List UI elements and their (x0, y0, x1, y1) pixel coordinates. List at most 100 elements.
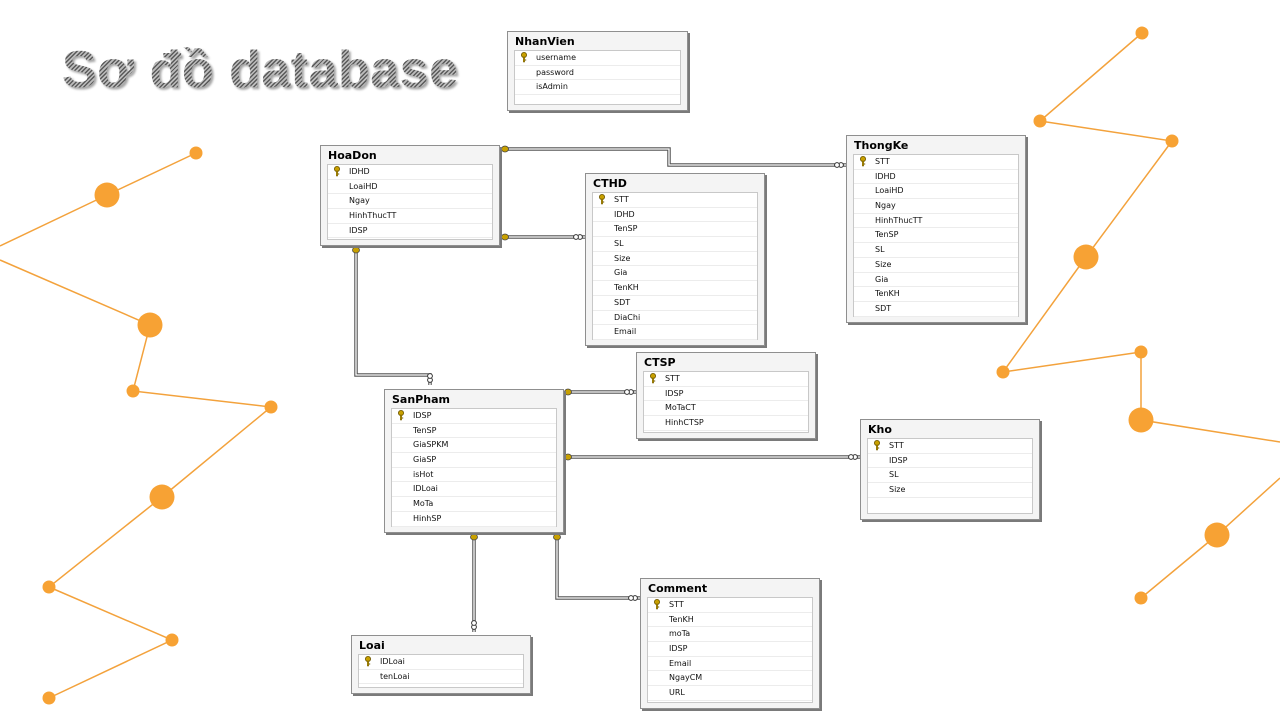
relationship-sanpham-kho[interactable] (564, 453, 861, 461)
column-row[interactable]: Size (854, 258, 1018, 273)
column-row[interactable]: TenSP (593, 222, 757, 238)
primary-key-icon (397, 409, 407, 422)
relationship-sanpham-ctsp[interactable] (564, 388, 637, 396)
column-row[interactable]: SL (593, 237, 757, 252)
column-row[interactable]: SL (868, 468, 1032, 484)
column-row[interactable]: IDHD (328, 165, 492, 180)
column-name: IDHD (875, 171, 896, 181)
relationship-sanpham-comment[interactable] (553, 533, 641, 601)
column-name: SDT (875, 303, 892, 313)
column-row[interactable]: IDSP (648, 642, 812, 657)
column-row[interactable]: HinhThucTT (328, 209, 492, 224)
primary-key-icon (364, 655, 374, 668)
column-name: TenSP (614, 224, 638, 234)
column-name: STT (665, 374, 680, 383)
column-name: IDSP (349, 225, 368, 235)
column-row[interactable]: tenLoai (359, 670, 523, 685)
column-row[interactable]: MoTa (392, 497, 556, 512)
column-name: IDHD (349, 167, 370, 176)
relationship-hoadon-sanpham[interactable] (352, 246, 433, 385)
column-row[interactable]: HinhCTSP (644, 416, 808, 431)
decor-dot-8 (42, 691, 56, 705)
column-row[interactable]: password (515, 66, 680, 81)
column-row[interactable]: isHot (392, 468, 556, 483)
column-row[interactable]: TenSP (854, 228, 1018, 244)
column-name: STT (614, 195, 629, 204)
column-row[interactable]: STT (854, 155, 1018, 170)
column-row[interactable]: Gia (593, 266, 757, 282)
column-row[interactable]: URL (648, 686, 812, 701)
decor-dot-6 (42, 580, 56, 594)
column-row[interactable]: Email (648, 657, 812, 672)
column-row[interactable]: STT (648, 598, 812, 613)
column-name: SL (614, 239, 624, 249)
relationship-sanpham-loai[interactable] (470, 533, 478, 632)
column-row[interactable]: username (515, 51, 680, 66)
column-row[interactable]: IDHD (593, 208, 757, 223)
decor-dot-16 (1204, 522, 1230, 548)
column-row[interactable]: SDT (593, 296, 757, 311)
primary-key-icon (649, 372, 659, 385)
table-name: NhanVien (515, 35, 575, 48)
column-row[interactable]: IDLoai (359, 655, 523, 670)
column-row[interactable]: STT (644, 372, 808, 387)
column-row[interactable]: LoaiHD (854, 184, 1018, 200)
column-row[interactable]: GiaSPKM (392, 438, 556, 454)
column-name: LoaiHD (875, 186, 904, 196)
column-row[interactable]: LoaiHD (328, 180, 492, 195)
column-row[interactable]: TenKH (593, 281, 757, 296)
column-row[interactable]: GiaSP (392, 453, 556, 468)
key-end-icon (553, 533, 561, 541)
infinity-end-icon (573, 234, 583, 240)
column-row[interactable]: Gia (854, 273, 1018, 288)
column-row[interactable]: SL (854, 243, 1018, 258)
column-row[interactable]: HinhSP (392, 512, 556, 527)
column-row[interactable]: TenKH (854, 287, 1018, 302)
column-name: IDSP (889, 455, 908, 465)
relationship-hoadon-thongke[interactable] (501, 145, 847, 168)
column-row[interactable]: Ngay (854, 199, 1018, 214)
column-row[interactable]: HinhThucTT (854, 214, 1018, 229)
column-row[interactable]: IDHD (854, 170, 1018, 185)
infinity-end-icon (834, 162, 844, 168)
column-row[interactable]: Size (868, 483, 1032, 498)
column-name: DiaChi (614, 312, 641, 322)
column-row[interactable]: moTa (648, 627, 812, 643)
column-row[interactable]: STT (868, 439, 1032, 454)
column-name: IDHD (614, 209, 635, 219)
column-name: TenKH (614, 283, 639, 293)
column-row[interactable]: Size (593, 252, 757, 267)
table-name: Loai (359, 639, 385, 652)
column-row[interactable]: TenSP (392, 424, 556, 439)
column-row[interactable]: MoTaCT (644, 401, 808, 417)
column-row[interactable]: IDSP (644, 387, 808, 402)
column-row[interactable]: NgayCM (648, 671, 812, 687)
column-row[interactable]: Email (593, 325, 757, 340)
table-name: SanPham (392, 393, 450, 406)
column-row[interactable]: STT (593, 193, 757, 208)
column-row[interactable]: TenKH (648, 613, 812, 628)
column-row[interactable]: IDLoai (392, 482, 556, 498)
relationship-hoadon-cthd[interactable] (501, 233, 586, 241)
column-row[interactable]: isAdmin (515, 80, 680, 96)
column-name: TenKH (669, 614, 694, 624)
column-row[interactable]: SDT (854, 302, 1018, 317)
column-row[interactable]: Ngay (328, 194, 492, 210)
column-row[interactable]: DiaChi (593, 311, 757, 326)
column-row[interactable]: IDSP (868, 454, 1032, 469)
column-row[interactable]: IDSP (328, 224, 492, 239)
decor-dot-5 (149, 484, 175, 510)
column-name: password (536, 67, 574, 77)
column-row[interactable]: IDSP (392, 409, 556, 424)
